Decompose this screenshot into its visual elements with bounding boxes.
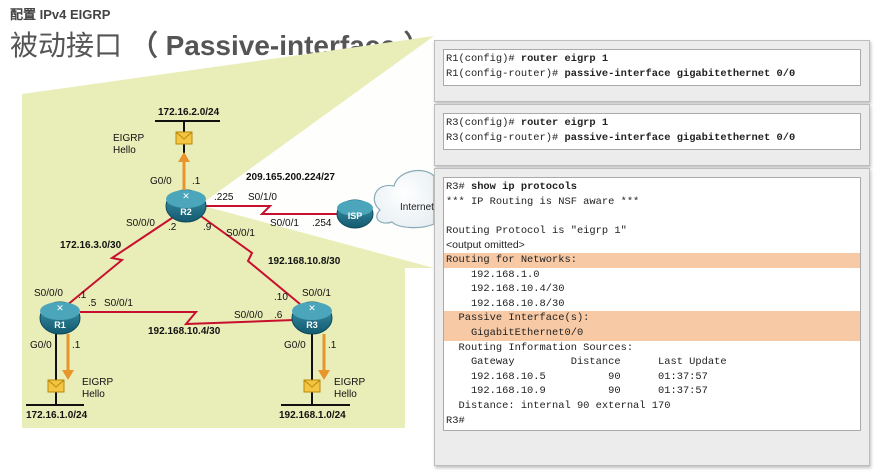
router-r3: ✕ R3 (291, 301, 333, 335)
r1-r3-network-label: 192.168.10.4/30 (148, 326, 221, 337)
terminal-line: R3(config-router)# passive-interface gig… (446, 131, 796, 144)
terminal-line: Routing Information Sources: (446, 341, 634, 354)
r1-hello-envelope-icon (47, 379, 65, 393)
svg-text:R2: R2 (180, 207, 192, 217)
terminal-line: 192.168.10.4/30 (446, 283, 565, 296)
terminal-line: R1(config)# router eigrp 1 (446, 53, 609, 65)
r2-shadow-wedge (200, 36, 434, 268)
r1-config-panel: R1(config)# router eigrp 1 R1(config-rou… (434, 40, 870, 102)
router-r1: ✕ R1 (39, 301, 81, 335)
r1-r2-network-label: 172.16.3.0/30 (60, 240, 122, 251)
r1-s000-host: .1 (78, 290, 87, 301)
r3-config-terminal: R3(config)# router eigrp 1 R3(config-rou… (443, 113, 861, 150)
svg-text:R3: R3 (306, 320, 318, 330)
r3-s001-label: S0/0/1 (302, 288, 331, 299)
terminal-line: 192.168.10.5 90 01:37:57 (446, 370, 708, 383)
r2-s000-host: .2 (168, 222, 177, 233)
isp-link-network-label: 209.165.200.224/27 (246, 172, 335, 183)
isp-s001-label: S0/0/1 (270, 218, 299, 229)
r1-config-terminal: R1(config)# router eigrp 1 R1(config-rou… (443, 49, 861, 86)
r2-s001-label: S0/0/1 (226, 228, 255, 239)
r2-lan-network-label: 172.16.2.0/24 (158, 107, 220, 118)
svg-text:✕: ✕ (56, 303, 64, 313)
r2-s000-label: S0/0/0 (126, 218, 155, 229)
r3-g00-host: .1 (328, 340, 337, 351)
r2-r3-network-label: 192.168.10.8/30 (268, 256, 341, 267)
r2-hello-envelope-icon (175, 131, 193, 145)
isp-host: .254 (312, 218, 332, 229)
r3-hello-arrow (318, 334, 330, 380)
r1-g00-host: .1 (72, 340, 81, 351)
r3-s000-label: S0/0/0 (234, 310, 263, 321)
svg-text:ISP: ISP (348, 211, 363, 221)
link-r2-r3 (197, 213, 301, 305)
svg-text:R1: R1 (54, 320, 66, 330)
r1-s000-label: S0/0/0 (34, 288, 63, 299)
internet-label: Internet (400, 202, 434, 213)
page-subtitle: 配置 IPv4 EIGRP (10, 7, 111, 22)
terminal-line: Distance: internal 90 external 170 (446, 399, 671, 412)
terminal-line: R3# show ip protocols (446, 181, 577, 193)
terminal-line: 192.168.10.8/30 (446, 297, 565, 310)
r2-s001-host: .9 (203, 222, 212, 233)
r2-hello-arrow (178, 152, 190, 190)
show-ip-protocols-panel: R3# show ip protocols *** IP Routing is … (434, 168, 870, 466)
highlighted-line: Passive Interface(s): (444, 311, 860, 326)
link-r1-r3 (80, 311, 295, 326)
show-ip-protocols-terminal: R3# show ip protocols *** IP Routing is … (443, 177, 861, 431)
title-chinese: 被动接口 (10, 30, 123, 61)
r3-s001-host: .10 (274, 292, 288, 303)
r2-g00-label: G0/0 (150, 176, 172, 187)
r1-g00-label: G0/0 (30, 340, 52, 351)
link-r2-isp (204, 205, 340, 215)
r3-g00-label: G0/0 (284, 340, 306, 351)
interface-labels: G0/0 .1 S0/1/0 .225 S0/0/0 .2 S0/0/1 .9 … (30, 176, 337, 351)
r2-g00-host: .1 (192, 176, 201, 187)
r3-hello-envelope-icon (303, 379, 321, 393)
r1-s001-host: .5 (88, 298, 97, 309)
terminal-line: R3# (446, 414, 465, 427)
r1-s001-label: S0/0/1 (104, 298, 133, 309)
svg-text:✕: ✕ (308, 303, 316, 313)
r1-hello-arrow (62, 334, 74, 380)
terminal-line: 192.168.1.0 (446, 268, 540, 281)
highlighted-line: Routing for Networks: (444, 252, 860, 268)
terminal-line: R3(config)# router eigrp 1 (446, 117, 609, 129)
terminal-line: R1(config-router)# passive-interface gig… (446, 67, 796, 80)
r3-lan-network-label: 192.168.1.0/24 (279, 410, 346, 421)
terminal-line: 192.168.10.9 90 01:37:57 (446, 385, 708, 398)
terminal-line: Gateway Distance Last Update (446, 356, 727, 369)
terminal-line: *** IP Routing is NSF aware *** (446, 195, 640, 208)
link-r1-r2 (65, 213, 179, 307)
router-isp: ISP (336, 199, 374, 229)
r1-lan-network-label: 172.16.1.0/24 (26, 410, 88, 421)
terminal-line: Routing Protocol is "eigrp 1" (446, 224, 627, 237)
terminal-line: <output omitted> (446, 239, 525, 252)
r2-s010-host: .225 (214, 192, 234, 203)
terminal-line (444, 209, 860, 224)
highlighted-line: GigabitEthernet0/0 (444, 325, 860, 341)
r3-config-panel: R3(config)# router eigrp 1 R3(config-rou… (434, 104, 870, 166)
r2-s010-label: S0/1/0 (248, 192, 277, 203)
page-title: 被动接口 （ Passive-interface ） (10, 24, 432, 64)
r3-s000-host: .6 (274, 310, 283, 321)
router-r2: ✕ R2 (165, 189, 207, 223)
svg-text:✕: ✕ (182, 191, 190, 201)
